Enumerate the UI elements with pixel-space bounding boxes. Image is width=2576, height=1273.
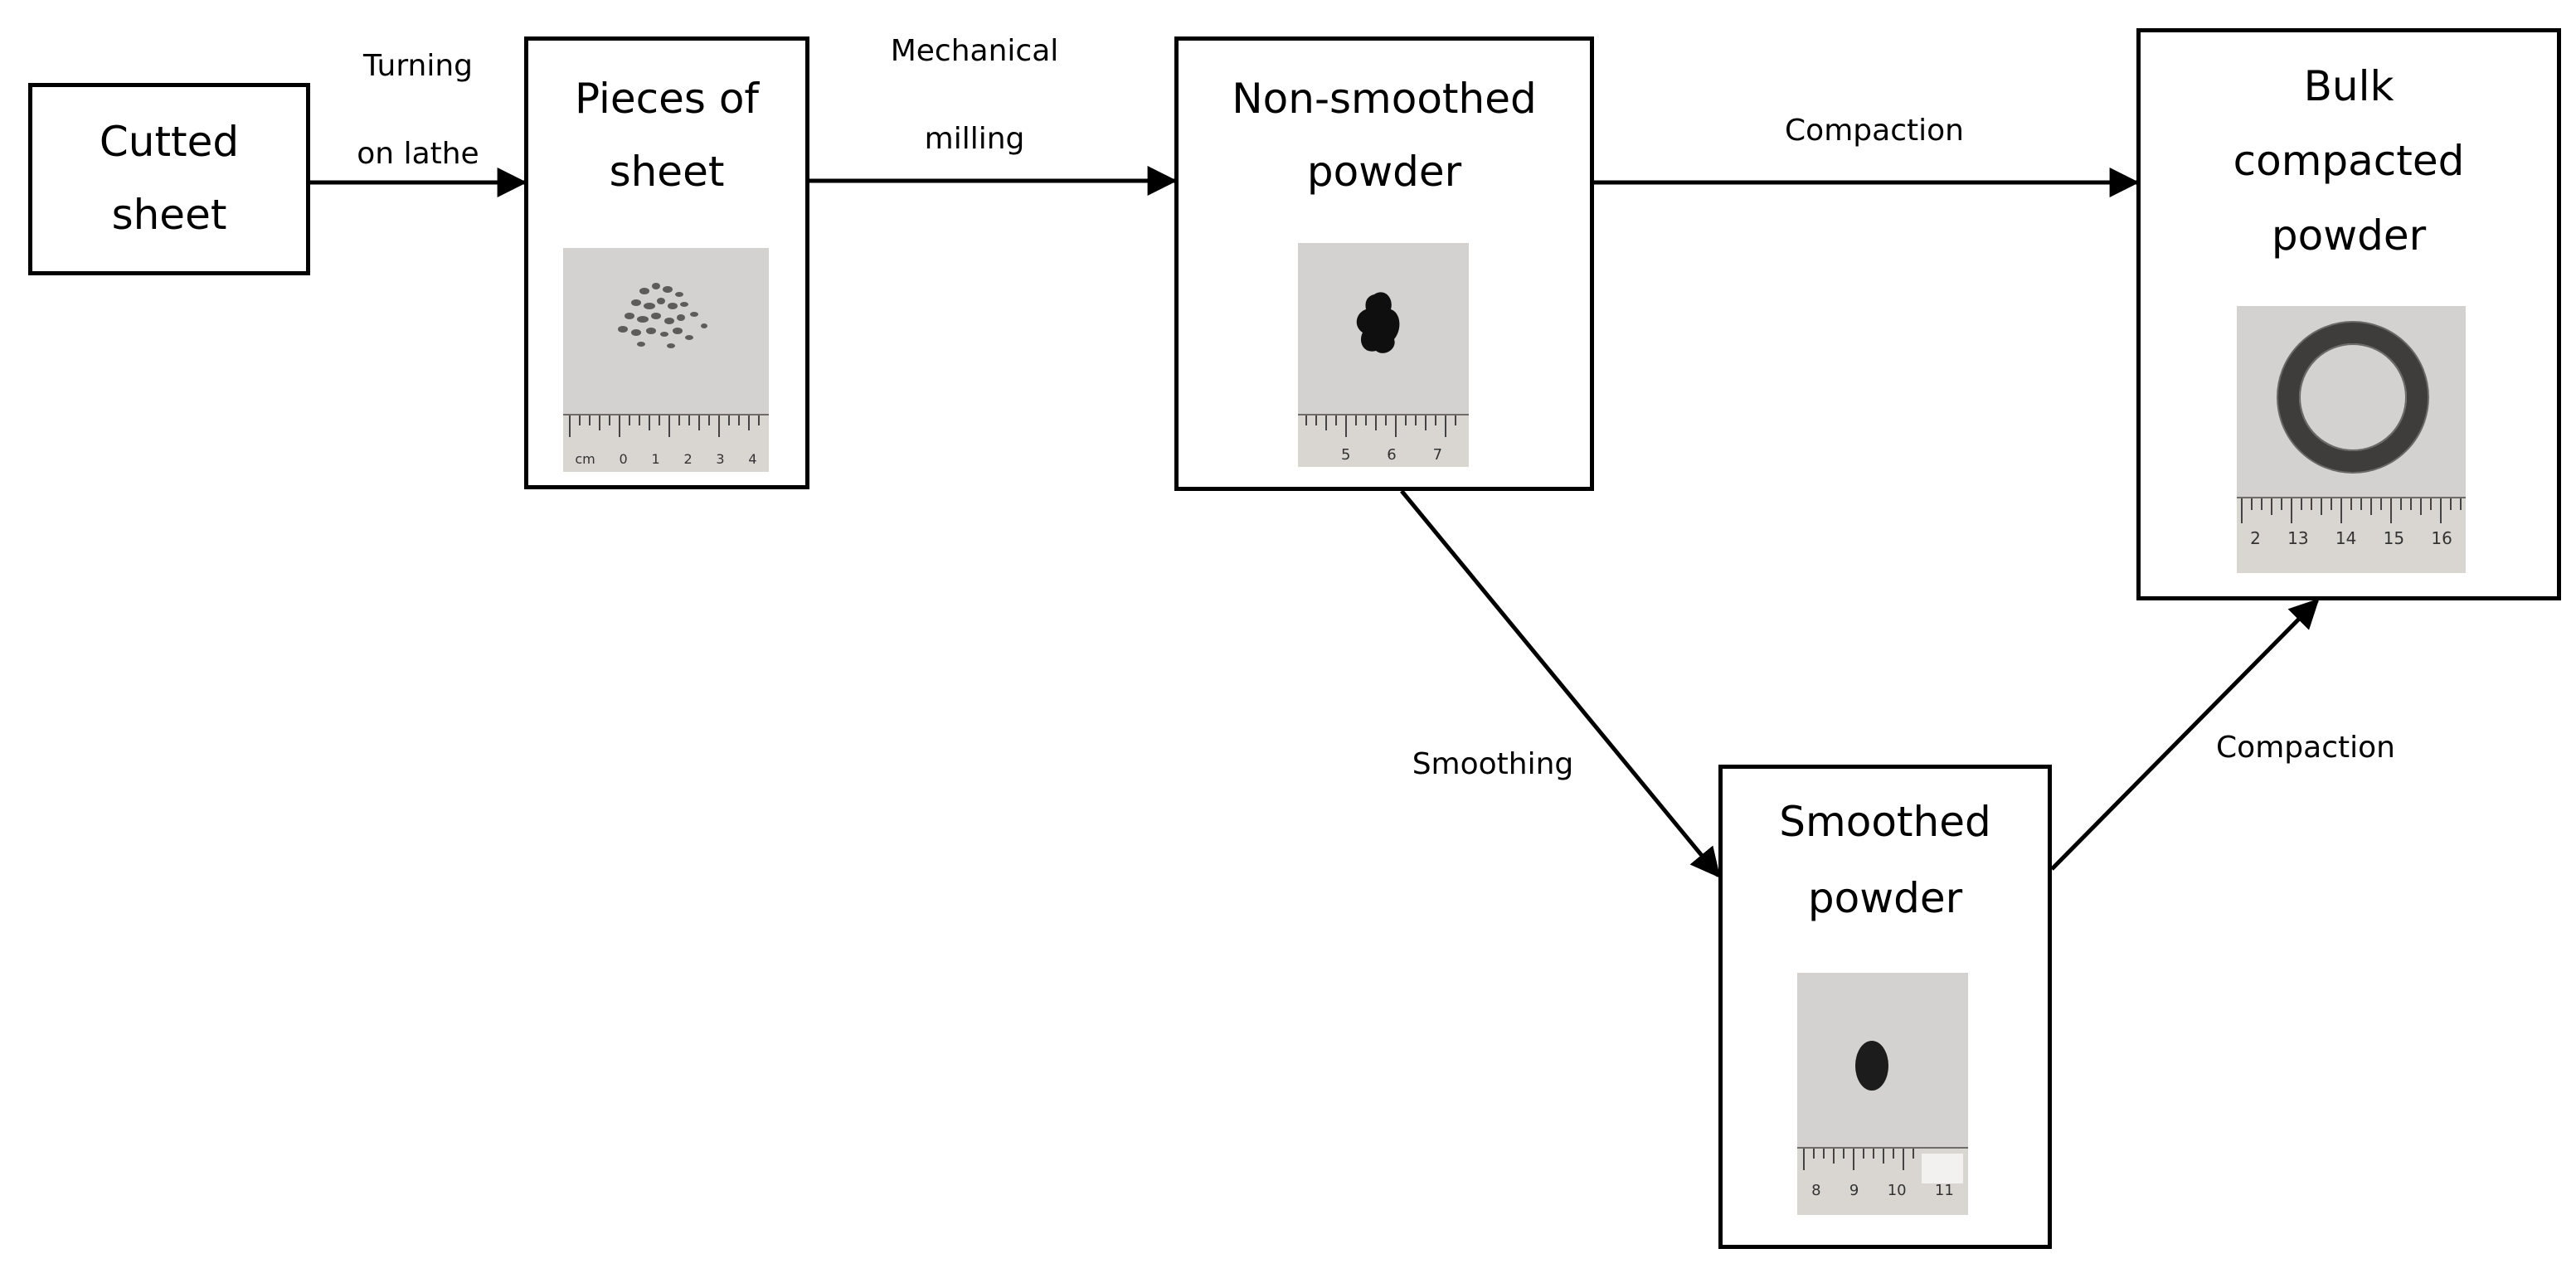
ruler-label: 13 <box>2287 528 2309 548</box>
ruler-labels: cm 0 1 2 3 4 <box>563 451 769 467</box>
ruler-ticks <box>1803 1149 1963 1183</box>
pieces-of-sheet-photo: cm 0 1 2 3 4 <box>563 248 769 472</box>
edge-label-turning-line2: on lathe <box>357 137 479 171</box>
ruler-label: 16 <box>2431 528 2452 548</box>
ruler-labels: 8 9 10 11 <box>1797 1182 1968 1199</box>
ruler-labels: 5 6 7 <box>1323 446 1461 464</box>
powder-pile-image <box>1855 1041 1888 1091</box>
node-cutted-sheet-title: Cutted sheet <box>99 118 240 239</box>
ruler-label: 2 <box>2250 528 2261 548</box>
edge-label-compaction-top: Compaction <box>1785 114 1964 148</box>
ruler-label: 3 <box>716 451 725 467</box>
edge-label-milling-line1: Mechanical <box>890 34 1059 68</box>
node-smoothed-powder: Smoothed powder 8 9 10 11 <box>1718 765 2052 1249</box>
ruler-label: 6 <box>1387 446 1397 464</box>
ruler-label: 4 <box>748 451 757 467</box>
ruler-label: 14 <box>2335 528 2357 548</box>
smoothed-powder-photo: 8 9 10 11 <box>1797 973 1968 1215</box>
bulk-compacted-powder-photo: 2 13 14 15 16 <box>2237 306 2466 573</box>
edge-label-milling: Mechanical milling <box>871 33 1078 158</box>
compacted-ring-image <box>2277 321 2429 474</box>
edge-label-turning-line1: Turning <box>363 49 473 83</box>
edge-label-compaction-bottom: Compaction <box>2216 731 2395 765</box>
ruler-label: 10 <box>1887 1182 1907 1199</box>
ruler-label: cm <box>575 451 595 467</box>
ruler-label: 1 <box>651 451 660 467</box>
arrow-smoothing <box>1400 489 1721 878</box>
ruler-label: 2 <box>683 451 693 467</box>
ruler-ticks <box>569 415 760 437</box>
node-bulk-compacted-powder: Bulk compacted powder 2 <box>2136 28 2561 600</box>
arrow-compaction-bottom <box>2050 598 2320 871</box>
non-smoothed-powder-photo: 5 6 7 <box>1298 243 1469 467</box>
ruler-label: 8 <box>1811 1182 1821 1199</box>
edge-label-milling-line2: milling <box>924 122 1025 156</box>
ruler-ticks <box>1305 415 1456 437</box>
node-smoothed-powder-title: Smoothed powder <box>1779 798 1991 922</box>
ruler-label: 7 <box>1432 446 1443 464</box>
ruler: 8 9 10 11 <box>1797 1147 1968 1215</box>
ruler-label: 15 <box>2383 528 2405 548</box>
edge-label-turning: Turning on lathe <box>335 48 501 172</box>
powder-pile-image <box>1356 292 1400 353</box>
ruler-label: 0 <box>619 451 628 467</box>
ruler-ticks <box>2241 498 2462 523</box>
metal-pieces-image <box>618 283 707 348</box>
ruler: 5 6 7 <box>1298 414 1469 467</box>
ruler-label: 11 <box>1934 1182 1954 1199</box>
ruler-label: 5 <box>1340 446 1351 464</box>
ruler: cm 0 1 2 3 4 <box>563 414 769 472</box>
node-pieces-of-sheet: Pieces of sheet <box>524 36 809 489</box>
node-non-smoothed-powder: Non-smoothed powder 5 6 7 <box>1174 36 1594 491</box>
node-pieces-of-sheet-title: Pieces of sheet <box>574 75 760 196</box>
ruler-labels: 2 13 14 15 16 <box>2237 528 2466 548</box>
edge-label-smoothing: Smoothing <box>1412 747 1574 781</box>
node-cutted-sheet: Cutted sheet <box>28 83 310 275</box>
node-non-smoothed-powder-title: Non-smoothed powder <box>1232 75 1537 196</box>
node-bulk-compacted-powder-title: Bulk compacted powder <box>2233 62 2465 260</box>
ruler: 2 13 14 15 16 <box>2237 497 2466 573</box>
ruler-label: 9 <box>1849 1182 1859 1199</box>
